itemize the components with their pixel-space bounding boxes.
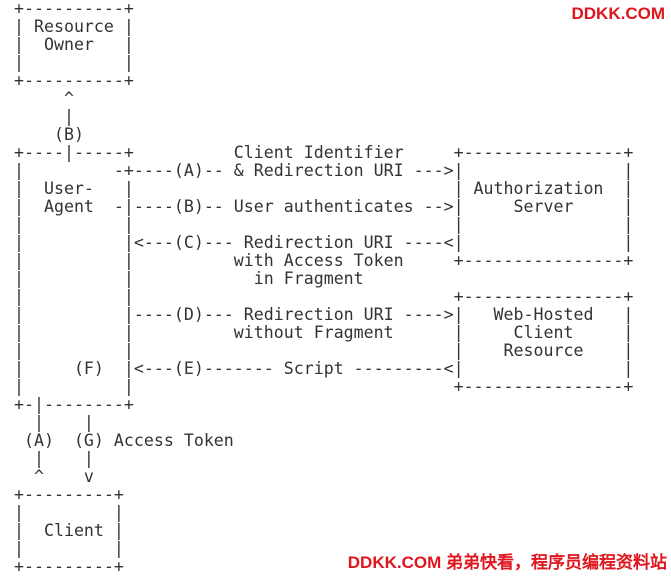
diagram-line: +---------+ xyxy=(14,485,124,504)
diagram-line: ^ v xyxy=(14,467,94,486)
diagram-line: | |----(D)--- Redirection URI ---->| Web… xyxy=(14,305,634,324)
diagram-line: (B) xyxy=(14,125,84,144)
diagram-line: ^ xyxy=(14,89,74,108)
watermark-top: DDKK.COM xyxy=(571,4,666,23)
diagram-line: | | with Access Token +----------------+ xyxy=(14,251,634,270)
diagram-line: | | xyxy=(14,539,124,558)
diagram-line: | |<---(C)--- Redirection URI ----<| | xyxy=(14,233,634,252)
diagram-line: | -+----(A)-- & Redirection URI --->| | xyxy=(14,161,634,180)
diagram-line: | xyxy=(14,107,74,126)
diagram-line: | (F) |<---(E)------- Script ---------<|… xyxy=(14,359,634,378)
diagram-line: | Owner | xyxy=(14,35,134,54)
diagram-line: +-|--------+ xyxy=(14,395,134,414)
diagram-line: | User- | | Authorization | xyxy=(14,179,634,198)
diagram-line: | Agent -|----(B)-- User authenticates -… xyxy=(14,197,634,216)
diagram-line: | | xyxy=(14,503,124,522)
diagram-line: | Client | xyxy=(14,521,124,540)
diagram-line: | | | | xyxy=(14,215,634,234)
diagram-line: (A) (G) Access Token xyxy=(14,431,234,450)
watermark-bottom: DDKK.COM 弟弟快看，程序员编程资料站 xyxy=(347,548,667,573)
oauth-implicit-flow-diagram: +----------+| Resource || Owner || |+---… xyxy=(14,0,633,576)
diagram-line: | | +----------------+ xyxy=(14,377,634,396)
diagram-line: | | without Fragment | Client | xyxy=(14,323,634,342)
diagram-line: +----|-----+ Client Identifier +--------… xyxy=(14,143,634,162)
diagram-line: +---------+ xyxy=(14,557,124,576)
diagram-line: +----------+ xyxy=(14,0,134,18)
diagram-line: +----------+ xyxy=(14,71,134,90)
diagram-line: | | | Resource | xyxy=(14,341,634,360)
diagram-line: | | xyxy=(14,53,134,72)
diagram-line: | | in Fragment xyxy=(14,269,364,288)
diagram-line: | | +----------------+ xyxy=(14,287,634,306)
diagram-line: | Resource | xyxy=(14,17,134,36)
diagram-line: | | xyxy=(14,449,94,468)
diagram-line: | | xyxy=(14,413,94,432)
